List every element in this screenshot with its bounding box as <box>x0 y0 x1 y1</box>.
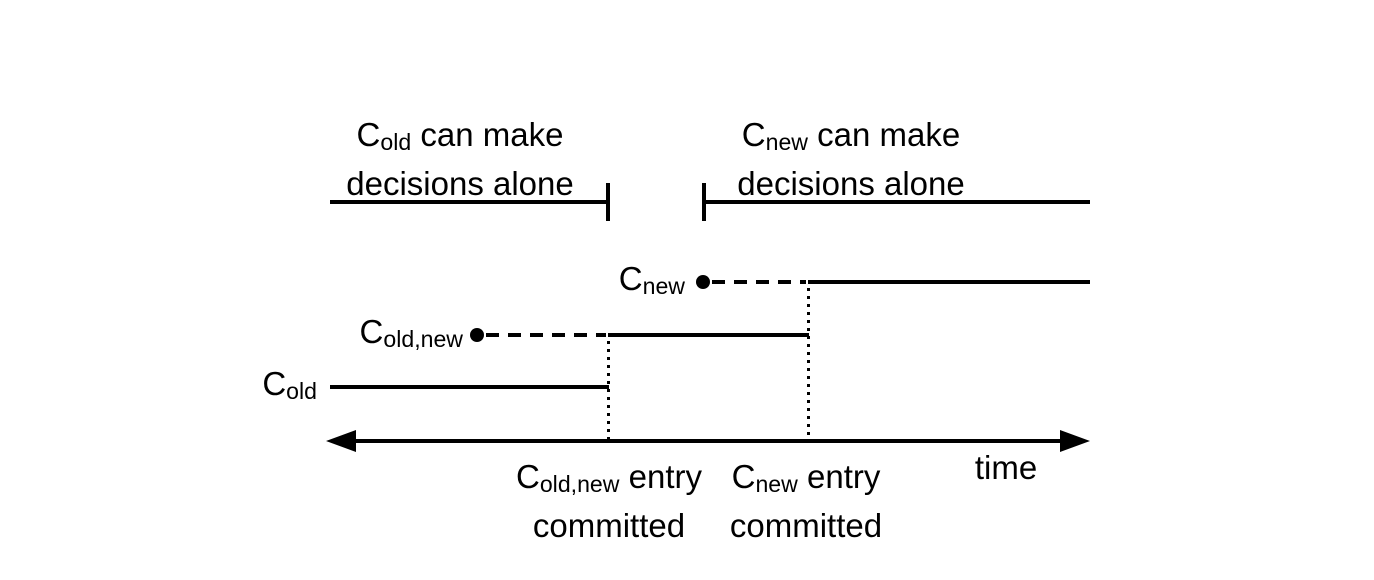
caption-coldnew-committed: Cold,new entry committed <box>434 456 784 547</box>
cold-alone-span-end-tick <box>606 183 610 221</box>
cnew-uncommitted-dashed-line <box>712 280 806 284</box>
caption-coldnew-line1: Cold,new entry <box>516 458 702 498</box>
label-coldnew: Cold,new <box>359 313 463 353</box>
cold-line <box>330 385 609 389</box>
note-cnew-line1: Cnew can make <box>741 116 961 156</box>
time-label: time <box>974 449 1038 486</box>
caption-cnew-committed: Cnew entry committed <box>631 456 981 547</box>
time-axis-right-arrowhead-icon <box>1060 430 1090 452</box>
cnew-commit-marker-dotted-line <box>807 288 810 440</box>
coldnew-uncommitted-dashed-line <box>486 333 606 337</box>
cold-alone-span-line <box>330 200 610 204</box>
cnew-creation-dot <box>696 275 710 289</box>
cnew-alone-span-line <box>704 200 1090 204</box>
label-cnew: Cnew <box>618 260 685 300</box>
note-cnew-line2: decisions alone <box>737 165 965 203</box>
caption-coldnew-subscript: old,new <box>539 471 620 498</box>
note-cold-line2: decisions alone <box>346 165 574 203</box>
cold-row-subscript: old <box>286 378 317 405</box>
caption-coldnew-line2: committed <box>532 507 686 545</box>
cnew-row-subscript: new <box>642 273 685 300</box>
cnew-committed-line <box>808 280 1090 284</box>
label-cold: Cold <box>262 365 317 405</box>
note-cold-decisions: Cold can make decisions alone <box>285 114 635 205</box>
coldnew-creation-dot <box>470 328 484 342</box>
coldnew-row-subscript: old,new <box>383 326 463 353</box>
coldnew-committed-line <box>608 333 809 337</box>
time-axis-left-arrowhead-icon <box>326 430 356 452</box>
time-axis-line <box>346 439 1074 443</box>
note-cnew-decisions: Cnew can make decisions alone <box>676 114 1026 205</box>
caption-cnew-line1: Cnew entry <box>731 458 881 498</box>
caption-cnew-subscript: new <box>755 471 798 498</box>
cnew-subscript: new <box>765 129 808 156</box>
caption-cnew-line2: committed <box>729 507 883 545</box>
note-cold-line1: Cold can make <box>356 116 564 156</box>
coldnew-commit-marker-dotted-line <box>607 341 610 440</box>
cold-subscript: old <box>380 129 412 156</box>
